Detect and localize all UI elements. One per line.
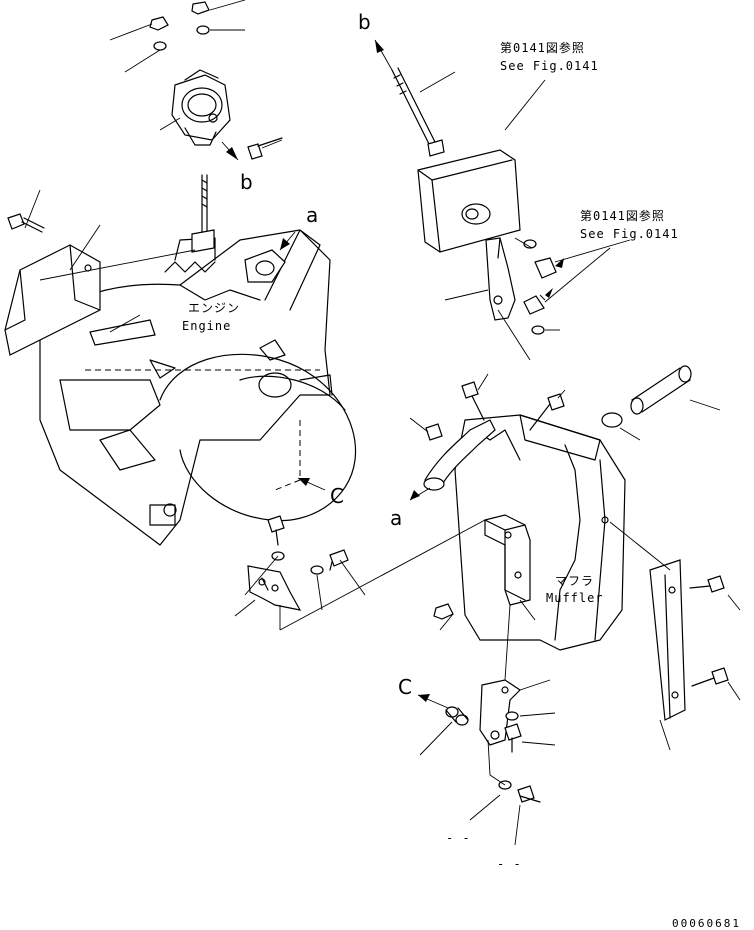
lower-bolts [498,711,541,803]
connection-letter-a-muffler: a [390,506,403,530]
muffler-label-jp: マフラ [555,574,595,588]
bracket-bolt [7,213,45,233]
support-nut [433,603,454,620]
connection-letter-c-bracket: C [398,675,412,699]
side-bracket-bolts [689,575,729,687]
reference-mid-en: See Fig.0141 [580,227,679,241]
lower-spacer [445,706,469,726]
precleaner-body [417,149,521,253]
muffler-side-bracket [649,559,686,721]
connection-letter-c-engine: C [330,484,344,508]
inlet-bolts [425,381,565,441]
bracket-clip [523,239,557,335]
connection-letter-b-clamp: b [240,170,253,194]
precleaner-rod [391,67,445,157]
exhaust-flange-plate [244,249,286,283]
muffler-tail-pipe [630,365,692,415]
engine-label-en: Engine [182,319,232,333]
leader-lines [24,0,741,846]
lower-bolt [267,515,285,561]
exhaust-stud [191,174,215,253]
muffler-body [454,414,626,651]
figure-code: 00060681 [672,917,741,930]
connection-letter-b-top: b [358,10,371,34]
connection-letter-a-engine: a [306,203,319,227]
muffler-label-en: Muffler [546,591,604,605]
clamp-nut [149,1,210,31]
arrow-heads [226,40,564,702]
engine-side-bracket [4,244,101,356]
engine-lower-bracket [247,565,302,611]
clamp-washer [153,25,210,51]
clamp-pin [247,137,283,160]
lower-support-bracket [479,679,521,746]
dash-mark-1: - - [446,831,471,845]
engine-label-jp: エンジン [188,301,241,315]
precleaner-bracket [485,237,516,321]
muffler-inlet-pipe [423,419,496,491]
muffler-support-bracket [484,514,531,606]
reference-top-jp: 第0141図参照 [500,41,585,55]
reference-mid-jp: 第0141図参照 [580,209,665,223]
exhaust-clamp-elbow [171,69,231,146]
dash-mark-2: - - [497,857,522,871]
lower-washer-bolt [310,549,349,575]
reference-top-en: See Fig.0141 [500,59,599,73]
pipe-clamp [601,412,623,428]
